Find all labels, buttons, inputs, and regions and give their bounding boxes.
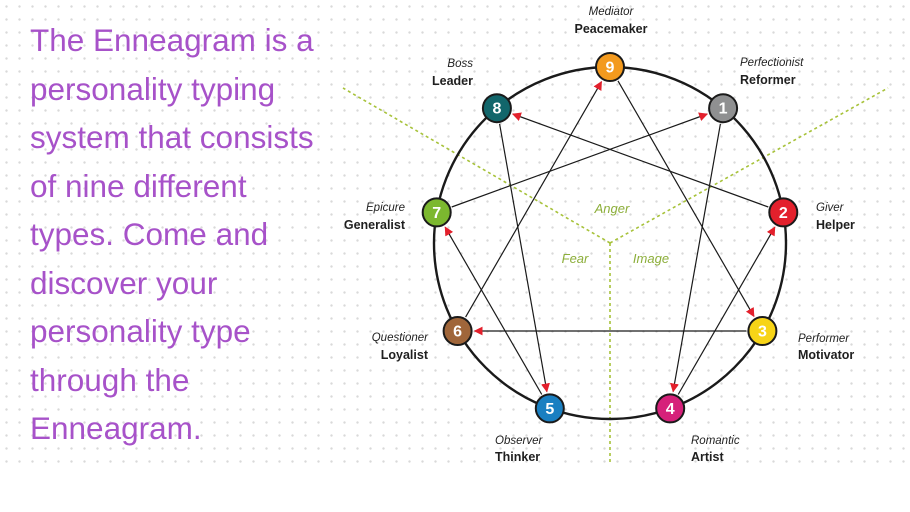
type-node-9: 9 [595,52,625,82]
type-node-circle [534,393,565,424]
divider-line-right [609,87,889,244]
type-9-name: Peacemaker [575,22,648,36]
intro-text: The Enneagram is a personality typing sy… [30,16,370,453]
type-node-number: 3 [758,324,767,341]
type-node-number: 5 [545,401,554,418]
connection-arrows [444,80,776,395]
center-dividers [342,87,889,465]
type-node-number: 4 [666,401,675,418]
type-2-alias: Giver [816,202,845,214]
type-node-number: 1 [719,101,728,118]
arrow-2-to-8 [511,112,769,208]
type-node-6: 6 [442,316,473,346]
type-node-number: 7 [432,205,441,222]
center-label-anger: Anger [594,201,630,216]
arrow-4-to-2 [677,226,776,395]
type-6-name: Loyalist [381,348,429,362]
type-6-alias: Questioner [372,332,429,344]
type-node-number: 8 [492,101,501,118]
type-node-circle [708,93,739,124]
center-label-fear: Fear [562,251,589,266]
intro-line: personality type [30,313,251,349]
type-4-name: Artist [691,450,724,464]
enneagram-diagram: Anger Fear Image 1 2 3 4 5 6 7 8 9 Mediator Peac… [342,6,889,465]
type-node-circle [595,52,625,82]
type-node-circle [747,316,778,346]
type-5-alias: Observer [495,435,543,447]
type-node-8: 8 [481,93,512,124]
center-label-image: Image [633,251,669,266]
arrow-9-to-3 [617,80,755,318]
arrow-1-to-4 [670,123,721,393]
type-1-alias: Perfectionist [740,57,804,69]
arrow-5-to-7 [444,226,543,395]
type-nodes: 1 2 3 4 5 6 7 8 9 [421,52,799,424]
arrow-8-to-5 [499,123,550,393]
type-node-3: 3 [747,316,778,346]
type-7-name: Generalist [344,218,406,232]
type-node-circle [768,197,799,228]
type-labels: Mediator Peacemaker Perfectionist Reform… [344,6,855,464]
type-node-circle [655,393,686,424]
arrow-6-to-9 [465,80,603,318]
type-node-number: 6 [453,324,462,341]
type-node-circle [442,316,473,346]
intro-line: of nine different [30,167,247,204]
type-node-2: 2 [768,197,799,228]
type-node-5: 5 [534,393,565,424]
type-node-circle [481,93,512,124]
type-1-name: Reformer [740,73,796,87]
type-9-alias: Mediator [589,6,635,18]
bottom-margin [0,465,910,512]
type-node-circle [421,197,452,228]
intro-line: personality typing [30,70,276,107]
intro-line: Enneagram. [30,410,202,446]
type-3-name: Motivator [798,348,854,362]
arrow-7-to-1 [451,112,709,208]
intro-line: system that consists [30,119,314,155]
intro-line: through the [30,361,190,398]
type-7-alias: Epicure [366,202,405,214]
type-node-7: 7 [421,197,452,228]
type-node-1: 1 [708,93,739,124]
enneagram-slide: The Enneagram is a personality typing sy… [0,0,910,465]
type-node-number: 2 [779,205,788,222]
type-5-name: Thinker [495,450,540,464]
intro-line: The Enneagram is a [30,22,314,58]
type-4-alias: Romantic [691,435,740,447]
intro-line: types. Come and [30,216,269,252]
type-2-name: Helper [816,218,855,232]
type-8-alias: Boss [447,58,473,70]
type-3-alias: Performer [798,333,850,345]
intro-line: discover your [30,264,218,301]
type-8-name: Leader [432,74,473,88]
type-node-4: 4 [655,393,686,424]
type-node-number: 9 [606,60,615,77]
